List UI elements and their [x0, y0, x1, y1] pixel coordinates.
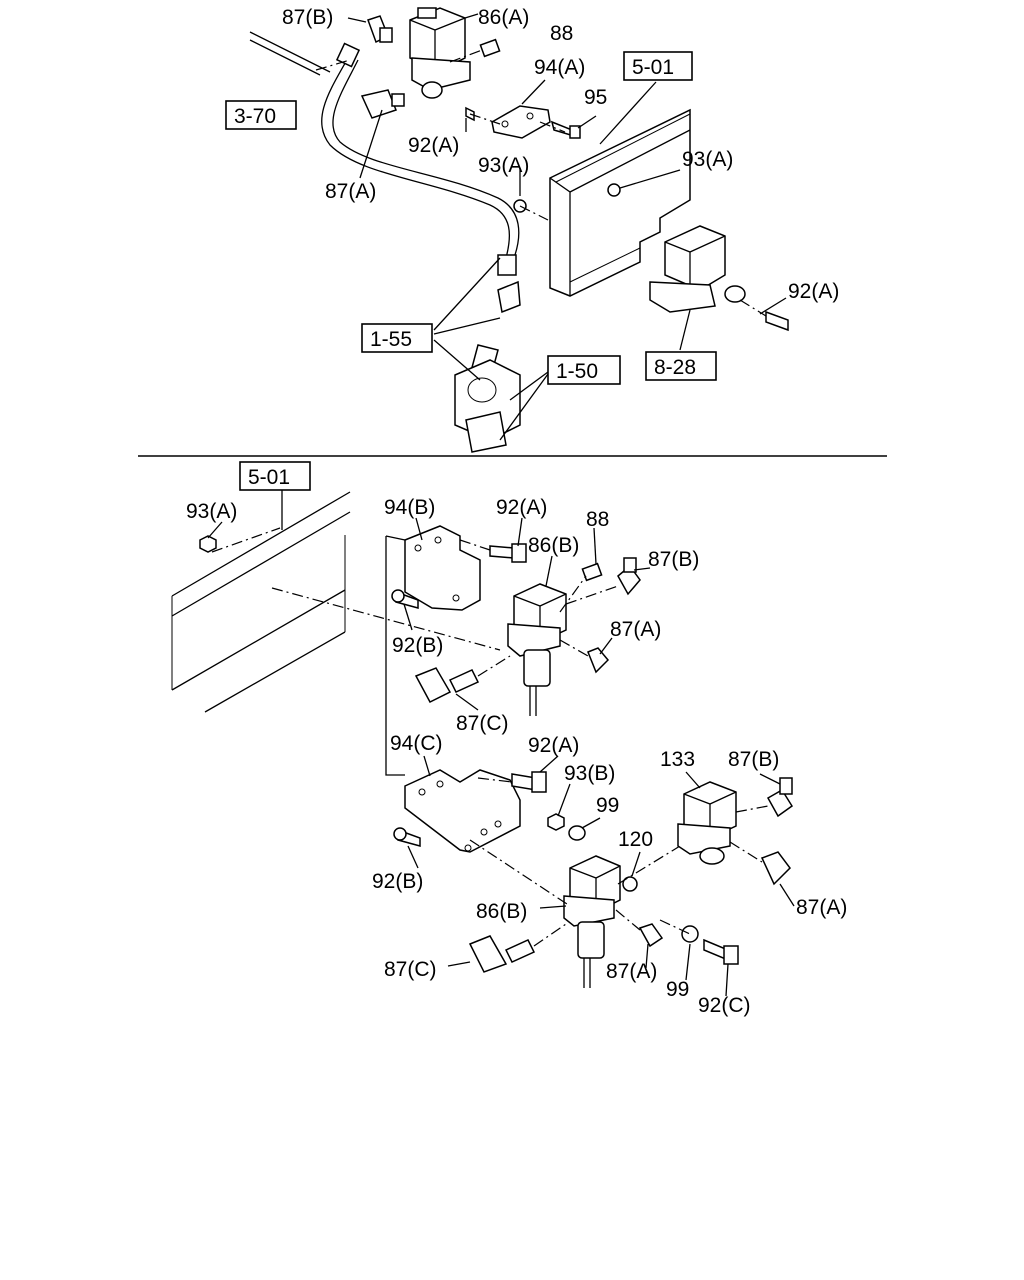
label-87a-lower-2: 87(A)	[606, 960, 657, 983]
nut-93b	[547, 813, 565, 831]
solenoid-valve-86a	[409, 7, 471, 99]
valve-8-28	[649, 225, 746, 313]
fitting-87b-lower-2	[766, 777, 794, 818]
plug-88-lower	[581, 562, 603, 582]
ref-5-01-upper: 5-01	[632, 56, 674, 79]
label-92b-lower-2: 92(B)	[372, 870, 423, 893]
ref-5-01-lower: 5-01	[248, 466, 290, 489]
label-92c: 92(C)	[698, 994, 751, 1017]
fitting-87a-lower-3	[760, 851, 791, 886]
label-99-lower-1: 99	[596, 794, 619, 817]
label-133: 133	[660, 748, 695, 771]
fitting-87b-upper	[367, 15, 393, 44]
air-hose	[321, 42, 520, 276]
label-94c: 94(C)	[390, 732, 443, 755]
fitting-87c-lower-2	[468, 935, 508, 973]
ref-3-70: 3-70	[234, 105, 276, 128]
label-86b-lower-2: 86(B)	[476, 900, 527, 923]
nut-93a-lower	[199, 535, 217, 553]
label-94a: 94(A)	[534, 56, 585, 79]
ref-1-50: 1-50	[556, 360, 598, 383]
label-87b-lower-1: 87(B)	[648, 548, 699, 571]
label-87b-lower-2: 87(B)	[728, 748, 779, 771]
label-99-lower-2: 99	[666, 978, 689, 1001]
bolt-92a-lower-1	[489, 545, 515, 559]
fitting-87b-lower-1	[617, 557, 641, 596]
label-93a-upper-1: 93(A)	[478, 154, 529, 177]
solenoid-86b-2	[563, 855, 621, 988]
o-ring-120	[622, 876, 638, 892]
fitting-87c-lower-1	[414, 667, 452, 703]
label-92b-lower-1: 92(B)	[392, 634, 443, 657]
plug-88-upper	[479, 38, 501, 58]
label-92a-upper-2: 92(A)	[788, 280, 839, 303]
frame-member-upper	[549, 108, 691, 297]
label-87c-lower-1: 87(C)	[456, 712, 509, 735]
fitting-87a-upper	[360, 89, 405, 119]
label-93a-upper-2: 93(A)	[682, 148, 733, 171]
washer-99-2	[681, 925, 699, 943]
label-94b: 94(B)	[384, 496, 435, 519]
label-92a-lower-1: 92(A)	[496, 496, 547, 519]
label-87a-upper: 87(A)	[325, 180, 376, 203]
label-86b-lower-1: 86(B)	[528, 534, 579, 557]
label-86a: 86(A)	[478, 6, 529, 29]
chamber-1-50	[454, 359, 521, 453]
label-88-upper: 88	[550, 22, 573, 45]
valve-133	[677, 781, 737, 865]
lower-view: 93(A) 94(B) 92(A) 88 86(B) 87(B) 92(B) 8…	[171, 461, 847, 1017]
nut-93a-2	[607, 183, 621, 197]
ref-1-55: 1-55	[370, 328, 412, 351]
bracket-94b	[404, 525, 481, 611]
label-95: 95	[584, 86, 607, 109]
bracket-94a	[491, 105, 551, 139]
frame-member-lower	[171, 491, 351, 713]
fitting-87a-lower-2	[638, 923, 664, 948]
label-87b-upper: 87(B)	[282, 6, 333, 29]
upper-view: 87(B) 86(A) 88 94(A) 95 92(A) 93(A) 93(A…	[225, 6, 839, 453]
label-87c-lower-2: 87(C)	[384, 958, 437, 981]
label-93b: 93(B)	[564, 762, 615, 785]
label-120: 120	[618, 828, 653, 851]
label-88-lower: 88	[586, 508, 609, 531]
bolt-92a-upper-2	[765, 310, 789, 332]
bracket-94c	[404, 769, 521, 853]
fitting-87a-lower-1	[587, 647, 610, 674]
label-92a-lower-2: 92(A)	[528, 734, 579, 757]
solenoid-86b-1	[507, 583, 567, 716]
ref-8-28: 8-28	[654, 356, 696, 379]
label-87a-lower-1: 87(A)	[610, 618, 661, 641]
label-92a-upper-1: 92(A)	[408, 134, 459, 157]
washer-99-1	[568, 825, 586, 841]
label-93a-lower: 93(A)	[186, 500, 237, 523]
label-87a-lower-3: 87(A)	[796, 896, 847, 919]
